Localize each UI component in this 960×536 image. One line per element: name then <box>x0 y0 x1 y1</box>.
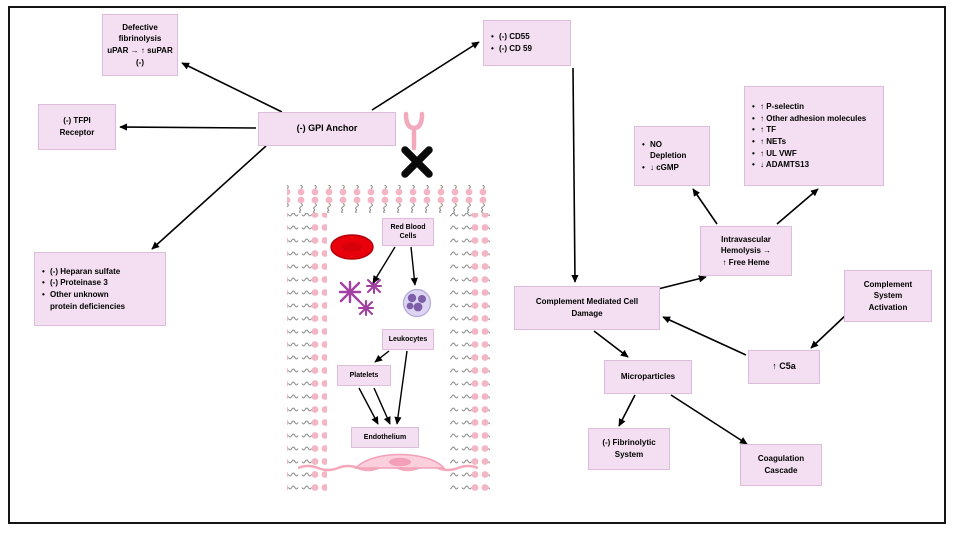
box-intravascular-hemolysis: Intravascular Hemolysis → ↑ Free Heme <box>700 226 792 276</box>
arrow-c5a-to-complement-damage <box>662 316 747 356</box>
arrow-microparticles-to-coagulation <box>670 394 748 445</box>
arrow-hemolysis-to-endothelial-effects <box>776 188 819 225</box>
arrow-leukocytes-to-platelets <box>374 350 390 363</box>
arrow-activation-to-c5a <box>810 313 848 349</box>
leukocyte-icon <box>402 288 432 318</box>
arrow-leukocytes-to-endothelium <box>394 350 408 425</box>
arrow-gpi-to-tfpi <box>119 123 257 131</box>
bullet-item: NO Depletion <box>640 139 686 162</box>
bullet-item: ↓ cGMP <box>640 162 679 174</box>
bullet-item: (-) CD55 <box>489 31 530 43</box>
blocked-x-icon <box>401 146 433 178</box>
bullet-item: (-) Heparan sulfate <box>40 266 120 278</box>
gpi-receptor-icon <box>403 111 425 151</box>
box-no-depletion: NO Depletion ↓ cGMP <box>634 126 710 186</box>
box-tfpi-receptor: (-) TFPI Receptor <box>38 104 116 150</box>
platelets-icons <box>338 278 382 316</box>
box-complement-damage: Complement Mediated Cell Damage <box>514 286 660 330</box>
bullet-item: ↑ Other adhesion molecules <box>750 113 866 125</box>
membrane-top <box>287 185 490 213</box>
arrow-rbc-to-leukocyte <box>410 246 418 286</box>
bullet-item: ↑ P-selectin <box>750 101 804 113</box>
box-complement-regulators: (-) CD55 (-) CD 59 <box>483 20 571 66</box>
box-platelets-label: Platelets <box>337 365 391 386</box>
box-red-blood-cells-label: Red Blood Cells <box>382 218 434 246</box>
bullet-item: (-) Proteinase 3 <box>40 277 108 289</box>
box-endothelium-label: Endothelium <box>351 427 419 448</box>
bullet-item: ↑ TF <box>750 124 776 136</box>
box-leukocytes-label: Leukocytes <box>382 329 434 350</box>
box-microparticles: Microparticles <box>604 360 692 394</box>
platelet-icon <box>358 300 374 316</box>
arrow-complement-damage-to-microparticles <box>593 330 629 358</box>
box-complement-activation: Complement System Activation <box>844 270 932 322</box>
arrow-hemolysis-to-no-depletion <box>692 188 718 225</box>
box-c5a: ↑ C5a <box>748 350 820 384</box>
bullet-item: ↑ NETs <box>750 136 786 148</box>
platelet-icon <box>338 280 362 304</box>
endothelial-cell-icon <box>297 453 479 472</box>
membrane-left-wall <box>287 213 327 491</box>
bullet-item: (-) CD 59 <box>489 43 532 55</box>
arrow-cd55-to-complement-damage <box>571 67 579 283</box>
box-defective-fibrinolysis: Defective fibrinolysis uPAR → ↑ suPAR (-… <box>102 14 178 76</box>
arrow-gpi-to-membrane-proteins <box>151 145 267 250</box>
bullet-item: ↓ ADAMTS13 <box>750 159 809 171</box>
box-fibrinolytic-system: (-) Fibrinolytic System <box>588 428 670 470</box>
box-gpi-anchor: (-) GPI Anchor <box>258 112 396 146</box>
box-endothelial-effects: ↑ P-selectin ↑ Other adhesion molecules … <box>744 86 884 186</box>
arrow-gpi-to-defective-fibrinolysis <box>181 62 283 113</box>
arrow-gpi-to-cd55-cd59 <box>371 41 480 111</box>
arrow-platelets-to-endothelium <box>358 387 379 425</box>
box-coagulation-cascade: Coagulation Cascade <box>740 444 822 486</box>
arrow-microparticles-to-fibrinolytic <box>618 394 636 427</box>
arrow-platelets-to-endothelium-2 <box>373 387 391 425</box>
red-blood-cell-icon <box>330 234 374 260</box>
bullet-item: ↑ UL VWF <box>750 148 797 160</box>
bullet-item: Other unknown protein deficiencies <box>40 289 125 312</box>
arrow-rbc-to-platelets <box>372 246 396 284</box>
box-membrane-proteins: (-) Heparan sulfate (-) Proteinase 3 Oth… <box>34 252 166 326</box>
membrane-right-wall <box>450 213 490 491</box>
